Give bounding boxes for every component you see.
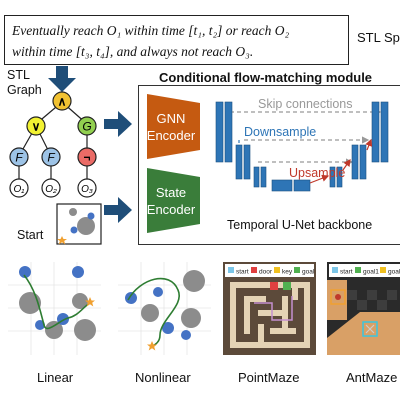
upsample-label: Upsample — [289, 166, 345, 180]
stl-spec-box: Eventually reach O₁ within time [t₁, t₂]… — [4, 15, 349, 65]
nonlinear-start-icon — [147, 341, 157, 351]
stl-spec-line-1: Eventually reach O₁ within time [t₁, t₂]… — [12, 23, 290, 38]
stl-tree-not-node: ¬ — [77, 147, 97, 167]
stl-tree-root-node: ∧ — [52, 91, 72, 111]
linear-env-panel — [8, 262, 101, 355]
stl-spec-line-2: within time [t₃, t₄], and always not rea… — [12, 44, 254, 59]
stl-graph-label: STL Graph — [7, 68, 42, 98]
stl-tree-leaf-o1: O₁ — [9, 178, 29, 198]
stl-tree-leaf-o3: O₃ — [77, 178, 97, 198]
start-star-icon — [57, 236, 67, 245]
stl-spec-label: STL Spec — [357, 30, 400, 45]
pointmaze-legend-key: key — [282, 269, 293, 276]
gnn-encoder-label-line-1: GNN — [157, 111, 186, 126]
start-state-map — [56, 203, 102, 245]
stl-graph-label-line-1: STL — [7, 68, 30, 82]
temporal-unet: Skip connections Downsample Upsample — [215, 97, 389, 192]
leaf-o2-label: O₂ — [45, 184, 57, 195]
stl-tree-eventually-node-2: F — [41, 147, 61, 167]
not-operator-label: ¬ — [83, 151, 90, 165]
stl-tree-or-node: ∨ — [26, 116, 46, 136]
linear-label: Linear — [37, 370, 74, 385]
antmaze-legend-goal: goal — [388, 269, 400, 276]
stl-tree-globally-node: G — [77, 116, 97, 136]
globally-operator-label: G — [82, 120, 91, 134]
module-title: Conditional flow-matching module — [159, 70, 373, 85]
start-goal-blue-1 — [87, 212, 95, 220]
or-operator-label: ∨ — [32, 120, 41, 134]
antmaze-legend-start: start — [340, 269, 353, 276]
nonlinear-env-panel — [118, 262, 211, 355]
leaf-o1-label: O₁ — [14, 184, 25, 195]
stl-tree-edges — [18, 101, 88, 185]
unet-backbone-label: Temporal U-Net backbone — [227, 218, 373, 232]
gnn-encoder: GNN Encoder — [147, 94, 200, 159]
start-obstacle-small — [69, 208, 77, 216]
pointmaze-legend-goal: goal — [302, 269, 315, 276]
skip-connections-label: Skip connections — [258, 97, 353, 111]
pointmaze-label: PointMaze — [238, 370, 300, 385]
stl-graph-label-line-2: Graph — [7, 83, 42, 97]
linear-start-icon — [85, 297, 95, 307]
eventually-operator-label-1: F — [15, 151, 23, 165]
downsample-label: Downsample — [244, 125, 316, 139]
nonlinear-label: Nonlinear — [135, 370, 191, 385]
stl-tree-leaf-o2: O₂ — [41, 178, 61, 198]
spec-to-graph-arrow — [48, 66, 76, 92]
start-goal-blue-2 — [70, 226, 78, 234]
state-encoder-label-line-1: State — [156, 185, 186, 200]
pointmaze-env-panel: start door key goal — [223, 262, 316, 355]
pointmaze-legend-start: start — [236, 269, 249, 276]
stl-tree-eventually-node-1: F — [9, 147, 29, 167]
state-encoder-label-line-2: Encoder — [147, 202, 196, 217]
antmaze-env-panel: start goal1 goal — [327, 262, 400, 355]
gnn-encoder-label-line-2: Encoder — [147, 128, 196, 143]
start-obstacle-large — [77, 217, 95, 235]
eventually-operator-label-2: F — [47, 151, 55, 165]
leaf-o3-label: O₃ — [81, 184, 93, 195]
state-encoder: State Encoder — [147, 168, 200, 233]
antmaze-label: AntMaze — [346, 370, 398, 385]
start-label: Start — [17, 228, 44, 242]
start-to-state-arrow — [104, 197, 132, 223]
pointmaze-legend-door: door — [259, 269, 273, 276]
root-operator-label: ∧ — [58, 95, 67, 109]
graph-to-gnn-arrow — [104, 111, 132, 137]
antmaze-legend-goal1: goal1 — [363, 269, 379, 276]
